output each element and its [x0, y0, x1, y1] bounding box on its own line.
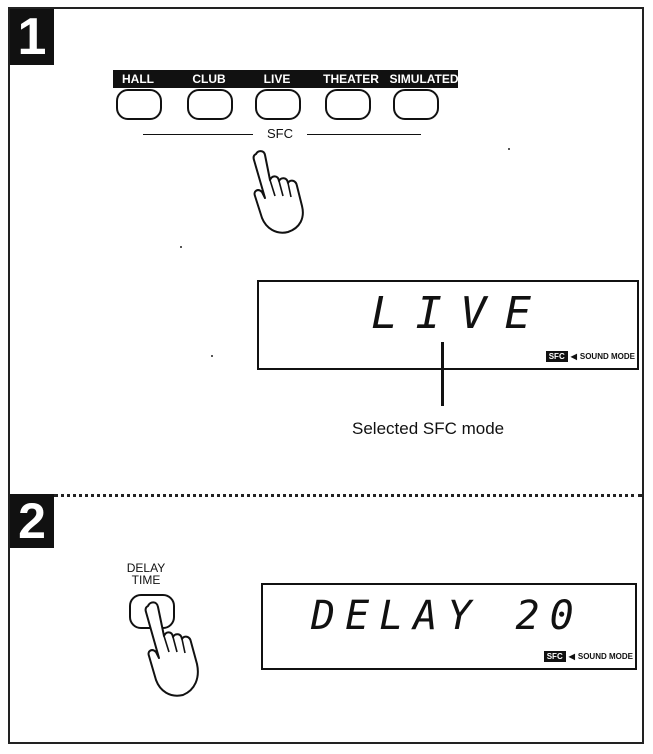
pointing-hand-icon — [246, 148, 316, 234]
triangle-left-icon: ◀ — [571, 352, 577, 361]
scan-speck — [508, 148, 510, 150]
lcd-display-1: LIVE SFC ◀ SOUND MODE — [257, 280, 639, 370]
step-2-badge: 2 — [10, 494, 54, 548]
delay-time-label: DELAY TIME — [116, 562, 176, 586]
sfc-indicator-2: SFC — [544, 651, 566, 662]
sfc-indicator-1: SFC — [546, 351, 568, 362]
label-hall: HALL — [115, 70, 161, 88]
sfc-bracket-right — [307, 134, 421, 135]
club-button[interactable] — [187, 89, 233, 120]
sound-mode-indicator-1: SFC ◀ SOUND MODE — [546, 351, 635, 362]
pointing-hand-icon — [140, 600, 210, 700]
sfc-bracket-left — [143, 134, 253, 135]
step-1-badge: 1 — [10, 9, 54, 65]
label-theater: THEATER — [318, 70, 384, 88]
sound-mode-label-2: SOUND MODE — [578, 652, 633, 661]
delay-label-line2: TIME — [116, 574, 176, 586]
callout-line — [441, 342, 444, 406]
step-divider — [54, 494, 642, 497]
sound-mode-label-1: SOUND MODE — [580, 352, 635, 361]
display-1-text: LIVE — [371, 288, 549, 339]
theater-button[interactable] — [325, 89, 371, 120]
label-live: LIVE — [254, 70, 300, 88]
hall-button[interactable] — [116, 89, 162, 120]
display-2-text: DELAY 20 — [311, 593, 584, 639]
sfc-group-label: SFC — [255, 126, 305, 141]
label-simulated: SIMULATED — [388, 70, 460, 88]
live-button[interactable] — [255, 89, 301, 120]
simulated-button[interactable] — [393, 89, 439, 120]
label-club: CLUB — [186, 70, 232, 88]
lcd-display-2: DELAY 20 SFC ◀ SOUND MODE — [261, 583, 637, 670]
selected-sfc-mode-callout: Selected SFC mode — [352, 419, 504, 439]
triangle-left-icon: ◀ — [569, 652, 575, 661]
sfc-button-label-strip: HALL CLUB LIVE THEATER SIMULATED — [113, 70, 458, 88]
scan-speck — [211, 355, 213, 357]
scan-speck — [180, 246, 182, 248]
sound-mode-indicator-2: SFC ◀ SOUND MODE — [544, 651, 633, 662]
